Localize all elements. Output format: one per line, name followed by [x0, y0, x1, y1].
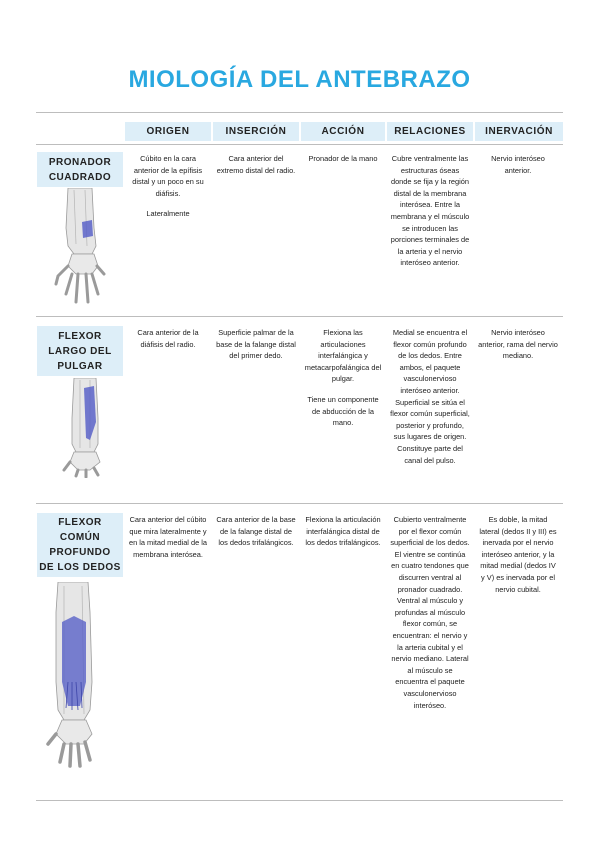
cell-text: Tiene un componente de abducción de la m…: [307, 394, 379, 428]
cell-inervacion: Nervio interóseo anterior.: [478, 153, 558, 185]
cell-text: Es doble, la mitad lateral (dedos II y I…: [479, 515, 557, 594]
cell-text: Cara anterior del extremo distal del rad…: [216, 154, 296, 175]
header-origen: ORIGEN: [125, 122, 211, 141]
divider: [36, 800, 563, 801]
cell-origen: Cúbito en la cara anterior de la epífisi…: [128, 153, 208, 229]
cell-text: Cubierto ventralmente por el flexor comú…: [390, 515, 470, 710]
cell-text: Cara anterior de la base de la falange d…: [216, 515, 296, 548]
cell-origen: Cara anterior de la diáfisis del radio.: [128, 327, 208, 359]
forearm-flexor-pollicis-longus-illustration: [62, 378, 101, 478]
cell-accion: Flexiona la articulación interfalángica …: [303, 514, 383, 558]
page-title: MIOLOGÍA DEL ANTEBRAZO: [128, 66, 471, 93]
cell-insercion: Superficie palmar de la base de la falan…: [216, 327, 296, 371]
muscle-name-line: COMÚN: [59, 532, 101, 543]
muscle-name-line: PULGAR: [57, 360, 103, 372]
cell-insercion: Cara anterior del extremo distal del rad…: [216, 153, 296, 185]
cell-insercion: Cara anterior de la base de la falange d…: [216, 514, 296, 558]
muscle-name-line: DE LOS DEDOS: [39, 562, 121, 573]
divider: [36, 316, 563, 317]
cell-text: Lateralmente: [146, 209, 190, 219]
cell-text: Cara anterior de la diáfisis del radio.: [137, 328, 199, 349]
cell-text: Flexiona las articulaciones interfalángi…: [304, 328, 382, 384]
header-accion: ACCIÓN: [301, 122, 385, 141]
muscle-name-line: CUADRADO: [48, 171, 112, 183]
forearm-flexor-digitorum-profundus-illustration: [46, 582, 93, 768]
cell-accion: Pronador de la mano: [303, 153, 383, 174]
muscle-name-line: PRONADOR: [48, 156, 112, 168]
cell-relaciones: Cubre ventralmente las estructuras óseas…: [390, 153, 470, 278]
cell-inervacion: Nervio interóseo anterior, rama del nerv…: [478, 327, 558, 371]
muscle-name-line: FLEXOR: [58, 330, 102, 342]
cell-origen: Cara anterior del cúbito que mira latera…: [128, 514, 208, 569]
muscle-name-flexor-largo-del-pulgar: FLEXOR LARGO DEL PULGAR: [37, 326, 123, 376]
cell-inervacion: Es doble, la mitad lateral (dedos II y I…: [478, 514, 558, 604]
muscle-name-line: PROFUNDO: [49, 547, 111, 558]
cell-text: Cúbito en la cara anterior de la epífisi…: [132, 154, 204, 198]
muscle-name-line: FLEXOR: [58, 517, 102, 528]
cell-text: Medial se encuentra el flexor común prof…: [390, 328, 470, 465]
cell-accion: Flexiona las articulaciones interfalángi…: [303, 327, 383, 438]
cell-text: Cubre ventralmente las estructuras óseas…: [390, 154, 470, 268]
muscle-name-line: LARGO DEL: [48, 345, 112, 357]
cell-text: Pronador de la mano: [308, 154, 378, 163]
divider: [36, 503, 563, 504]
cell-text: Flexiona la articulación interfalángica …: [305, 515, 381, 548]
muscle-name-flexor-comun-profundo: FLEXOR COMÚN PROFUNDO DE LOS DEDOS: [37, 513, 123, 577]
cell-text: Superficie palmar de la base de la falan…: [216, 328, 296, 361]
cell-text: Cara anterior del cúbito que mira latera…: [128, 515, 208, 559]
forearm-pronator-quadratus-illustration: [54, 188, 106, 304]
divider: [36, 112, 563, 113]
cell-relaciones: Medial se encuentra el flexor común prof…: [390, 327, 470, 475]
divider: [36, 144, 563, 145]
header-relaciones: RELACIONES: [387, 122, 473, 141]
header-inervacion: INERVACIÓN: [475, 122, 563, 141]
cell-text: Nervio interóseo anterior.: [491, 154, 545, 175]
cell-text: Nervio interóseo anterior, rama del nerv…: [478, 328, 558, 361]
cell-relaciones: Cubierto ventralmente por el flexor comú…: [390, 514, 470, 720]
header-insercion: INSERCIÓN: [213, 122, 299, 141]
muscle-name-pronador-cuadrado: PRONADOR CUADRADO: [37, 152, 123, 187]
